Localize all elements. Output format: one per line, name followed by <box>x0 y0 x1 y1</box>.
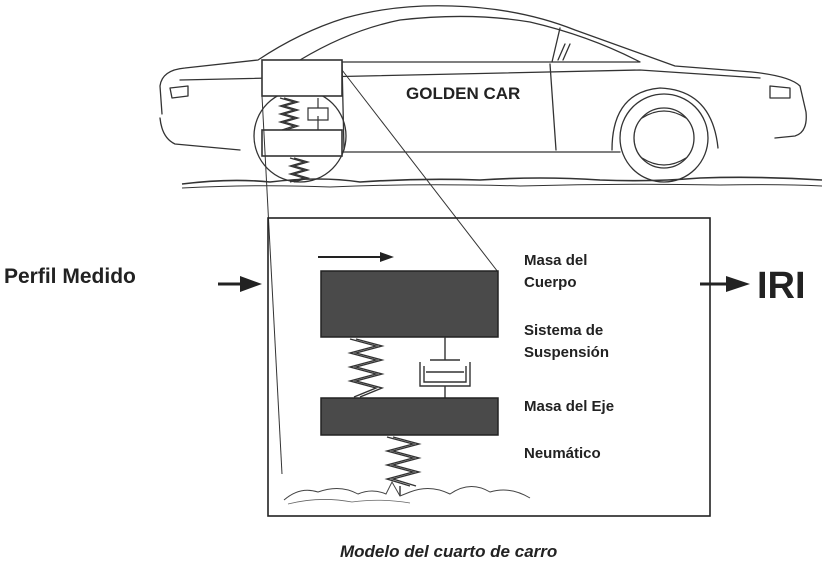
car-spring-lower <box>287 157 307 183</box>
motion-arrow <box>318 252 394 262</box>
car-spring-upper-2 <box>281 97 301 131</box>
car-body-mass-box <box>261 59 343 97</box>
road-surface-2 <box>181 183 823 189</box>
car-brand-label: GOLDEN CAR <box>406 84 520 103</box>
suspension-damper <box>419 337 471 398</box>
car-rear-wheel <box>619 93 709 183</box>
car-lower-line-front <box>159 117 241 151</box>
label-tire: Neumático <box>524 445 601 462</box>
ground-profile-2 <box>287 499 411 505</box>
tire-spring <box>384 436 422 496</box>
model-frame <box>267 217 711 517</box>
car-spring-upper <box>277 97 297 131</box>
car-rear-wheel-detail <box>641 110 687 166</box>
car-taillight <box>769 85 791 99</box>
label-body-mass-line2: Cuerpo <box>524 274 577 291</box>
label-suspension-line1: Sistema de <box>524 322 603 339</box>
label-suspension-line2: Suspensión <box>524 344 609 361</box>
zoom-lines <box>261 69 499 475</box>
car-rear-wheel-inner <box>633 107 695 169</box>
label-body-mass-line1: Masa del <box>524 252 587 269</box>
car-body-outline <box>159 5 807 139</box>
suspension-spring <box>347 338 385 398</box>
figure-caption: Modelo del cuarto de carro <box>340 542 557 561</box>
car-window-detail <box>557 43 571 61</box>
road-surface <box>181 176 823 185</box>
car-rear-wheel-arch <box>611 87 719 151</box>
car-window-line <box>299 15 641 63</box>
car-headlight <box>169 85 189 99</box>
body-mass <box>320 270 499 338</box>
car-suspension <box>261 59 343 183</box>
input-label: Perfil Medido <box>4 265 136 288</box>
car-illustration <box>159 5 807 183</box>
output-label: IRI <box>757 265 806 307</box>
ground-profile <box>283 480 531 501</box>
car-window-divider <box>551 27 561 63</box>
car-axle-mass-box <box>261 129 343 157</box>
output-arrow <box>700 276 750 292</box>
car-damper <box>307 98 329 130</box>
label-axle-mass: Masa del Eje <box>524 398 614 415</box>
car-spring-lower-2 <box>291 157 311 183</box>
model-labels: Masa del Cuerpo Sistema de Suspensión Ma… <box>524 252 614 462</box>
input-arrow <box>218 276 262 292</box>
axle-mass <box>320 397 499 436</box>
car-door-line-2 <box>549 63 557 151</box>
